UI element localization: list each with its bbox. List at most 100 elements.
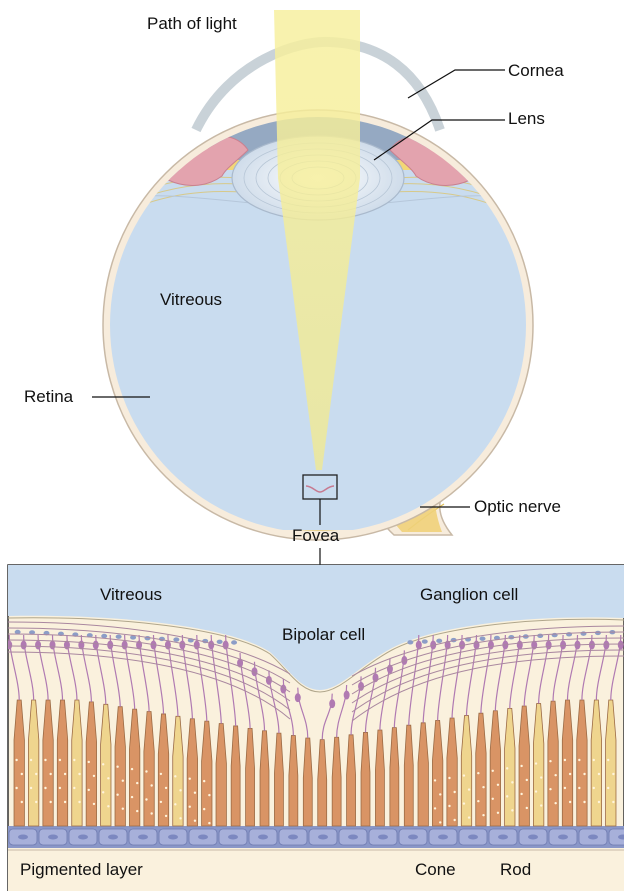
cell-granule [511,781,513,783]
pigment-nucleus [258,835,268,840]
cell-granule [549,760,551,762]
cell-granule [179,817,181,819]
pigment-nucleus [318,835,328,840]
cell-granule [174,803,176,805]
cell-granule [569,801,571,803]
cell-granule [607,787,609,789]
cone-cell [246,728,255,826]
rod-cell [28,700,38,826]
cone-cell [260,731,269,826]
bipolar-cell-body [165,641,171,650]
cone-cell [318,740,327,826]
cell-granule [35,773,37,775]
pigment-nucleus [198,835,208,840]
rod-cell [173,716,183,826]
cell-granule [477,800,479,802]
cell-granule [78,773,80,775]
cell-granule [93,803,95,805]
cell-granule [102,763,104,765]
cone-cell [332,737,341,826]
cell-granule [194,820,196,822]
cell-granule [520,793,522,795]
cell-granule [612,801,614,803]
cell-granule [564,759,566,761]
cell-granule [21,801,23,803]
ganglion-cell-body [173,637,179,641]
cell-granule [578,787,580,789]
pigment-nucleus [168,835,178,840]
cell-granule [49,773,51,775]
bipolar-cell-body [589,641,595,650]
cell-granule [549,788,551,790]
cell-granule [88,789,90,791]
cell-granule [44,787,46,789]
cell-granule [540,804,542,806]
cell-granule [564,787,566,789]
cell-granule [511,809,513,811]
ganglion-cell-body [422,639,428,643]
cell-granule [203,780,205,782]
cell-granule [463,774,465,776]
cell-granule [194,792,196,794]
cell-granule [506,795,508,797]
pigment-nucleus [138,835,148,840]
cone-cell [562,700,572,826]
cell-granule [165,787,167,789]
label-retina: Retina [24,387,73,407]
cell-granule [453,791,455,793]
bipolar-cell-body [194,641,200,650]
bipolar-cell-body [295,693,301,702]
cone-cell [274,733,283,826]
pigment-nucleus [498,835,508,840]
cell-granule [583,801,585,803]
cell-granule [30,787,32,789]
cell-granule [477,772,479,774]
bipolar-cell-body [6,641,12,650]
cell-granule [44,759,46,761]
ganglion-cell-body [0,630,6,634]
pigment-nucleus [228,835,238,840]
ganglion-cell-body [480,636,486,640]
cell-granule [535,762,537,764]
cell-granule [540,776,542,778]
cell-granule [593,787,595,789]
cone-cell [231,726,240,826]
cell-granule [107,805,109,807]
cone-cell [144,712,154,826]
ganglion-cell-body [101,634,107,638]
cone-cell [375,730,384,826]
cell-granule [150,812,152,814]
pigment-cells [9,829,624,845]
cone-cell [490,711,500,826]
cell-granule [434,779,436,781]
pigment-nucleus [408,835,418,840]
cell-granule [145,798,147,800]
cell-granule [439,821,441,823]
rod-cell [606,700,616,826]
bipolar-cell-body [179,641,185,650]
cell-granule [93,775,95,777]
label-optic-nerve: Optic nerve [474,497,561,517]
label-path-of-light: Path of light [147,14,237,34]
pigment-nucleus [48,835,58,840]
bipolar-cell-body [93,641,99,650]
cone-cell [418,723,428,826]
bipolar-cell-body [546,641,552,650]
label-cone: Cone [415,860,456,880]
bipolar-cell-body [488,641,494,650]
bipolar-cell-body [344,691,350,700]
cell-granule [578,759,580,761]
pigment-nucleus [18,835,28,840]
label-pigmented-layer: Pigmented layer [20,860,143,880]
pigment-nucleus [558,835,568,840]
label-vitreous-eye: Vitreous [160,290,222,310]
cell-granule [612,773,614,775]
cone-cell [447,718,457,826]
cone-cell [432,720,442,826]
cell-granule [583,773,585,775]
cell-granule [145,770,147,772]
cone-cell [476,713,486,826]
ganglion-cell-body [217,640,223,644]
cell-granule [59,759,61,761]
